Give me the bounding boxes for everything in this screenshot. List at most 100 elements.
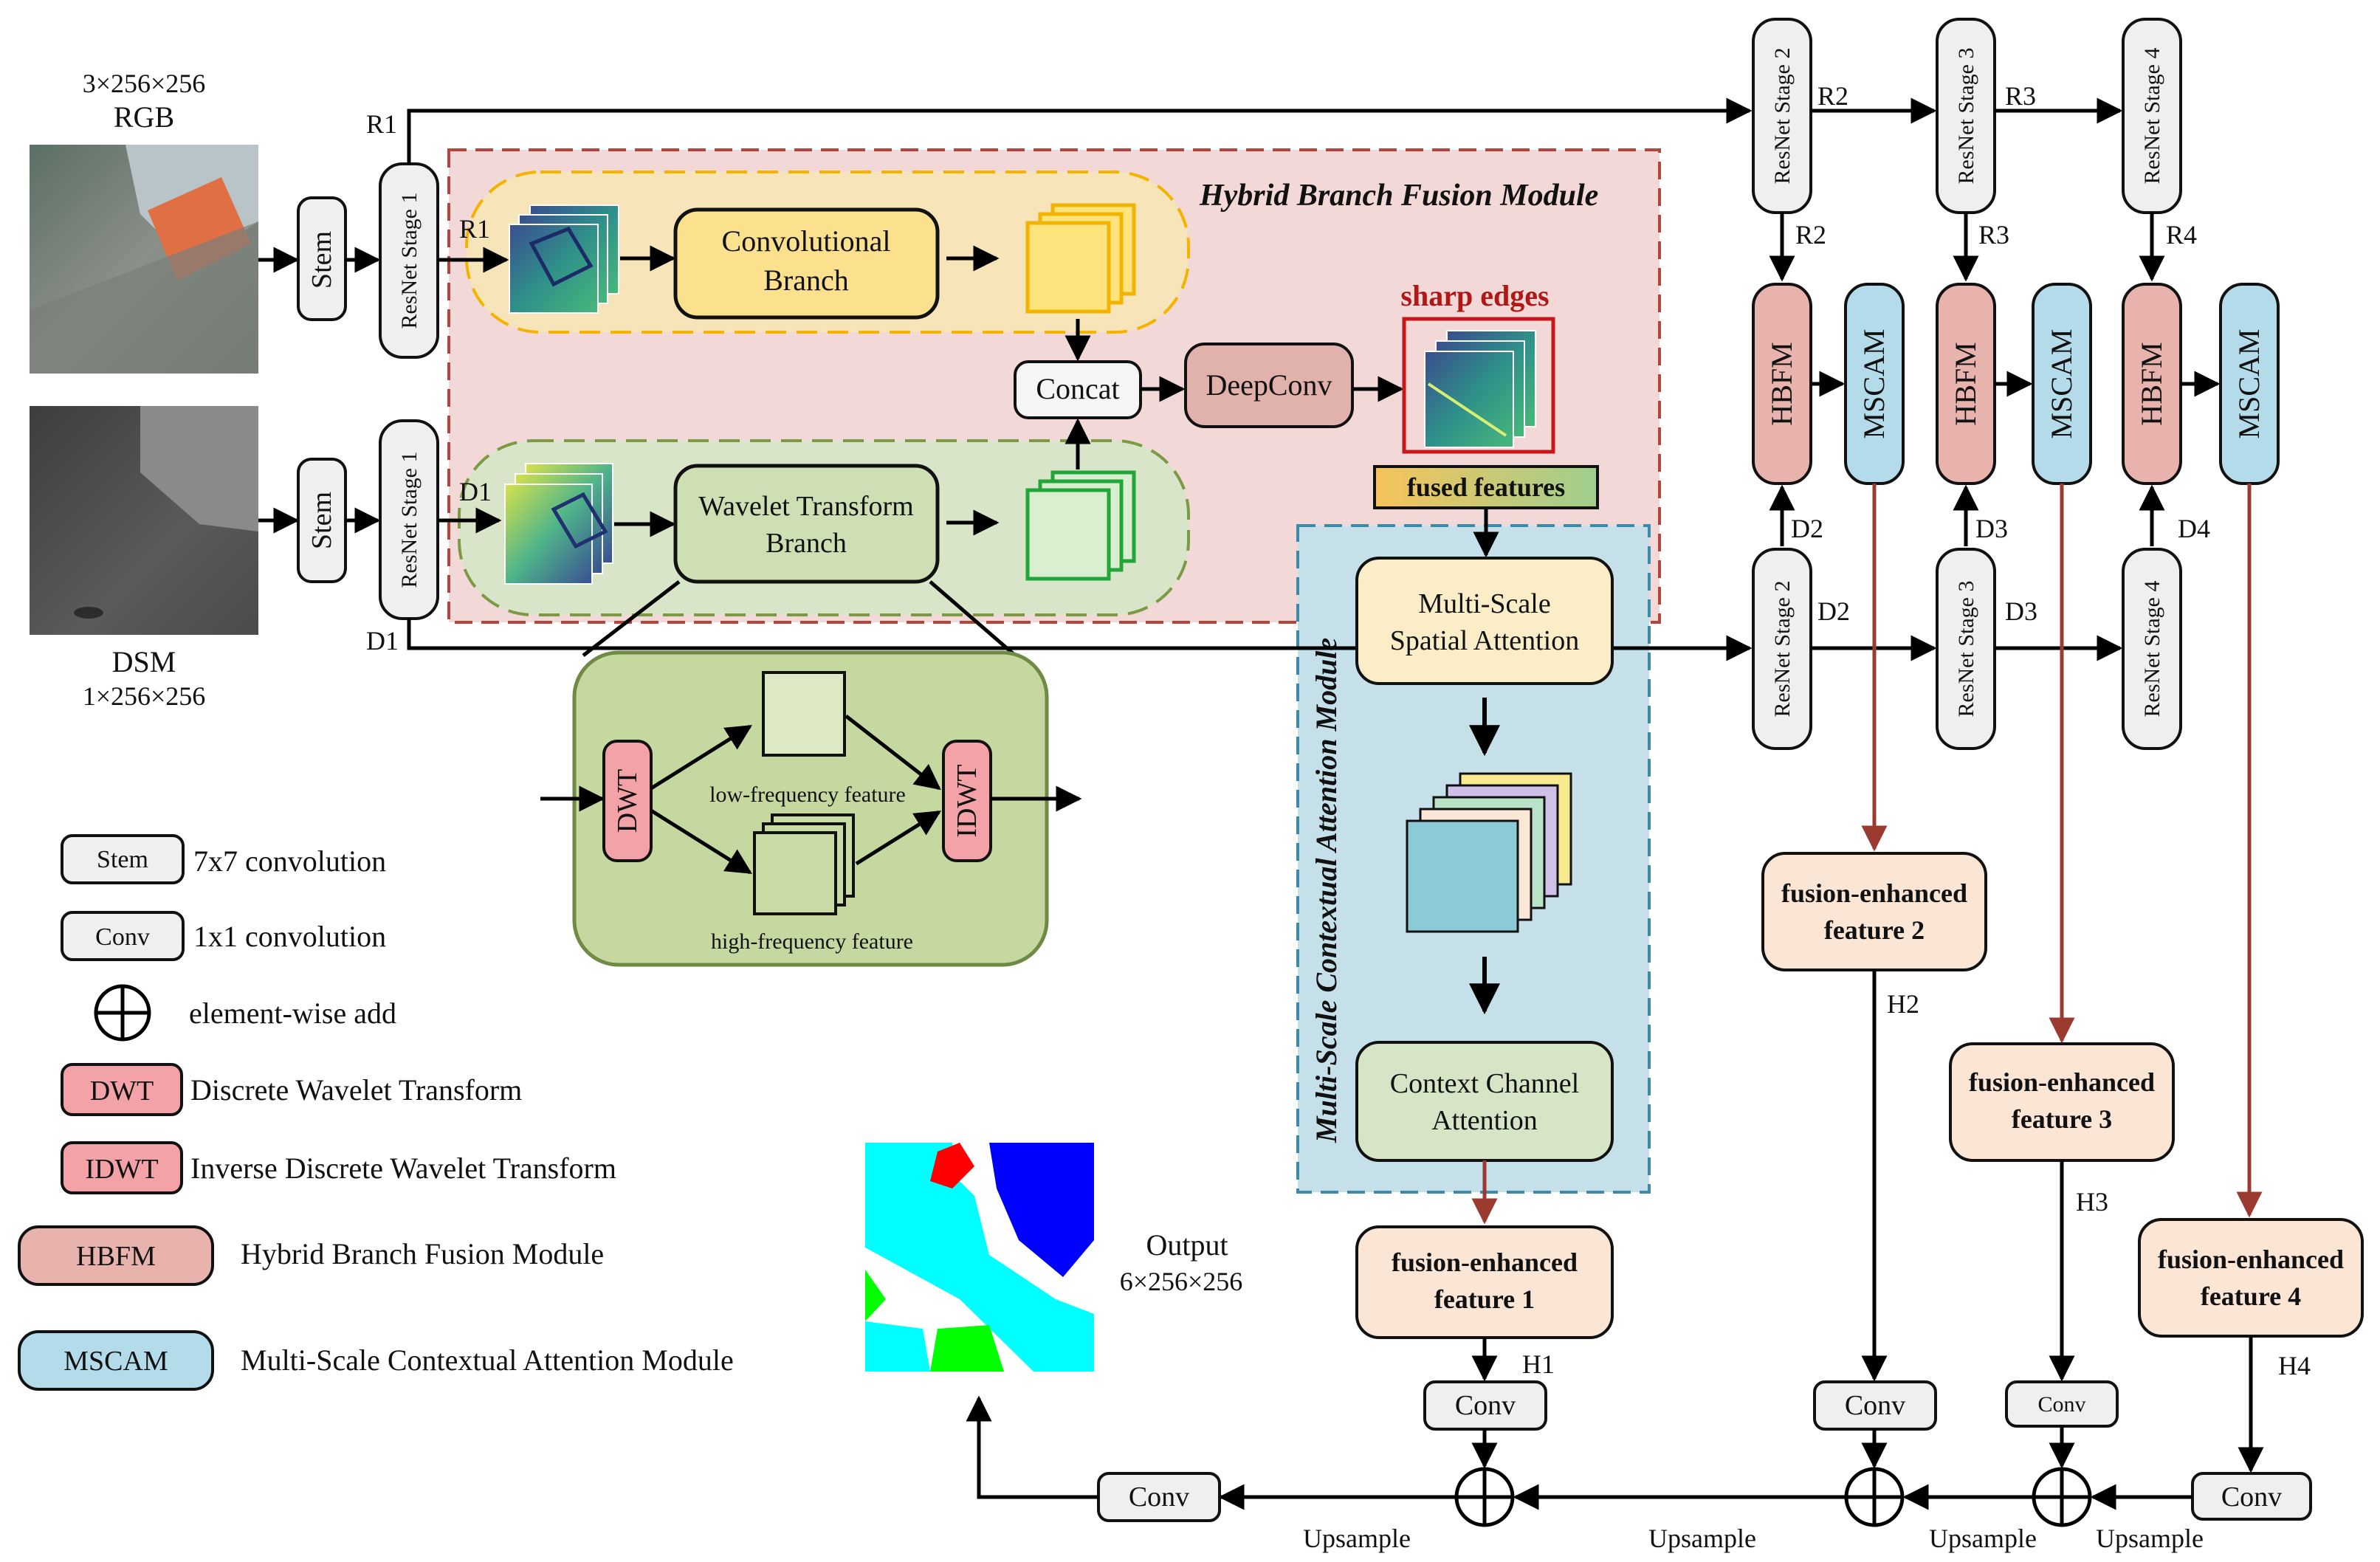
mscam-region-title: Multi-Scale Contextual Attention Module [1310, 638, 1343, 1143]
upsample-label-1: Upsample [1303, 1524, 1411, 1553]
hbfm-label-3: HBFM [2135, 342, 2168, 425]
h1-label: H1 [1522, 1349, 1555, 1379]
legend-dwt-label: DWT [90, 1076, 154, 1107]
upsample-label-2: Upsample [1648, 1524, 1756, 1553]
hbfm-region-title: Hybrid Branch Fusion Module [1199, 179, 1598, 213]
fused-features-box [1373, 465, 1599, 509]
r2-down-label: R2 [1795, 220, 1826, 250]
legend-add-desc: element-wise add [189, 997, 396, 1030]
resnet-stage4-dsm-label: ResNet Stage 4 [2140, 581, 2164, 718]
cca-label-1: Context Channel [1390, 1068, 1579, 1099]
wavelet-branch-label-1: Wavelet Transform [698, 491, 913, 522]
d3-right-label: D3 [2005, 596, 2037, 626]
rgb-feature-maps [509, 204, 619, 314]
resnet-stage4-rgb-label: ResNet Stage 4 [2140, 48, 2164, 185]
legend-idwt-box [61, 1141, 183, 1194]
add-node-3 [2032, 1467, 2092, 1527]
high-frequency-feature-maps [753, 813, 855, 915]
conv-branch-output-stack [1025, 203, 1136, 314]
legend-idwt-label: IDWT [85, 1154, 158, 1185]
fused-features-label: fused features [1407, 472, 1565, 502]
rgb-shape-label: 3×256×256 [83, 69, 206, 98]
mscam-label-1: MSCAM [1857, 329, 1891, 439]
dsm-shape-label: 1×256×256 [83, 681, 206, 711]
dwt-label: DWT [612, 769, 643, 833]
d1-line [407, 619, 1753, 661]
stem-dsm-label: Stem [306, 492, 337, 549]
conv-branch-label-2: Branch [763, 264, 849, 297]
legend-mscam-desc: Multi-Scale Contextual Attention Module [241, 1343, 734, 1377]
msa-label-1: Multi-Scale [1418, 588, 1550, 619]
legend-hbfm-label: HBFM [76, 1241, 156, 1272]
deepconv-box [1184, 343, 1354, 428]
deepconv-label: DeepConv [1206, 368, 1332, 402]
d4-up-label: D4 [2178, 514, 2210, 543]
conv-label-h3: Conv [2037, 1392, 2085, 1417]
r1-top-label: R1 [366, 109, 397, 139]
legend-dwt-box [61, 1063, 183, 1116]
fusion-enhanced-feature-2-box [1761, 852, 1987, 971]
output-segmentation-map [865, 1143, 1094, 1372]
legend-conv-label: Conv [95, 923, 150, 951]
output-label: Output [1146, 1228, 1228, 1262]
dsm-input-image [30, 406, 258, 635]
fe1-label-2: feature 1 [1434, 1284, 1535, 1314]
sharp-edges-feature-maps [1402, 317, 1555, 454]
rgb-label: RGB [114, 100, 174, 134]
low-frequency-feature-map [762, 671, 846, 757]
msa-label-2: Spatial Attention [1390, 625, 1579, 656]
upsample-label-3: Upsample [1929, 1524, 2037, 1553]
fe1-label-1: fusion-enhanced [1392, 1248, 1578, 1277]
rgb-input-image [30, 145, 258, 374]
fusion-enhanced-feature-1-box [1355, 1225, 1614, 1339]
d2-up-label: D2 [1791, 514, 1823, 543]
legend-mscam-label: MSCAM [63, 1346, 168, 1377]
resnet-stage4-dsm-box [2122, 548, 2182, 750]
fe4-label-1: fusion-enhanced [2158, 1245, 2344, 1274]
mscam-label-3: MSCAM [2232, 329, 2266, 439]
r1-line [407, 97, 1753, 164]
fe2-label-1: fusion-enhanced [1781, 878, 1967, 908]
add-node-2 [1844, 1467, 1905, 1527]
conv-label-final: Conv [1129, 1482, 1189, 1513]
low-frequency-label: low-frequency feature [709, 782, 906, 807]
fe4-label-2: feature 4 [2201, 1281, 2301, 1311]
conv-branch-box [673, 207, 940, 320]
idwt-label: IDWT [952, 764, 983, 837]
d3-up-label: D3 [1975, 514, 2008, 543]
fusion-enhanced-feature-4-box [2138, 1218, 2364, 1338]
legend-conv-box [61, 911, 185, 961]
r2-top-label: R2 [1817, 81, 1848, 111]
hbfm-label-2: HBFM [1949, 342, 1982, 425]
resnet-stage1-rgb-label: ResNet Stage 1 [397, 193, 422, 329]
h3-label: H3 [2076, 1187, 2108, 1217]
high-frequency-label: high-frequency feature [711, 929, 913, 954]
dwt-box [602, 740, 653, 862]
d2-right-label: D2 [1817, 596, 1850, 626]
conv-label-h2: Conv [1845, 1390, 1905, 1421]
upsample-label-4: Upsample [2096, 1524, 2204, 1553]
legend-dwt-desc: Discrete Wavelet Transform [190, 1073, 522, 1107]
fe3-label-1: fusion-enhanced [1969, 1067, 2155, 1097]
attention-feature-stack [1406, 772, 1572, 933]
fe3-label-2: feature 3 [2012, 1104, 2112, 1134]
resnet-stage3-dsm-label: ResNet Stage 3 [1954, 581, 1978, 718]
legend-stem-desc: 7x7 convolution [193, 844, 386, 878]
dsm-feature-maps [504, 463, 613, 585]
multi-scale-spatial-attention-box [1355, 557, 1614, 685]
resnet-stage1-dsm-label: ResNet Stage 1 [397, 452, 422, 588]
stem-rgb-label: Stem [306, 231, 337, 289]
fusion-enhanced-feature-3-box [1949, 1042, 2175, 1162]
conv-label-h1: Conv [1455, 1390, 1516, 1421]
resnet-stage2-dsm-label: ResNet Stage 2 [1770, 581, 1795, 718]
d1-bottom-label: D1 [366, 626, 399, 656]
add-node-1 [1454, 1467, 1515, 1527]
legend-idwt-desc: Inverse Discrete Wavelet Transform [190, 1152, 616, 1185]
wavelet-branch-label-2: Branch [766, 528, 847, 559]
idwt-box [942, 740, 992, 862]
mscam-label-2: MSCAM [2045, 329, 2078, 439]
cca-label-2: Attention [1431, 1105, 1538, 1136]
wavelet-branch-box [673, 464, 940, 584]
output-shape-label: 6×256×256 [1120, 1267, 1243, 1296]
